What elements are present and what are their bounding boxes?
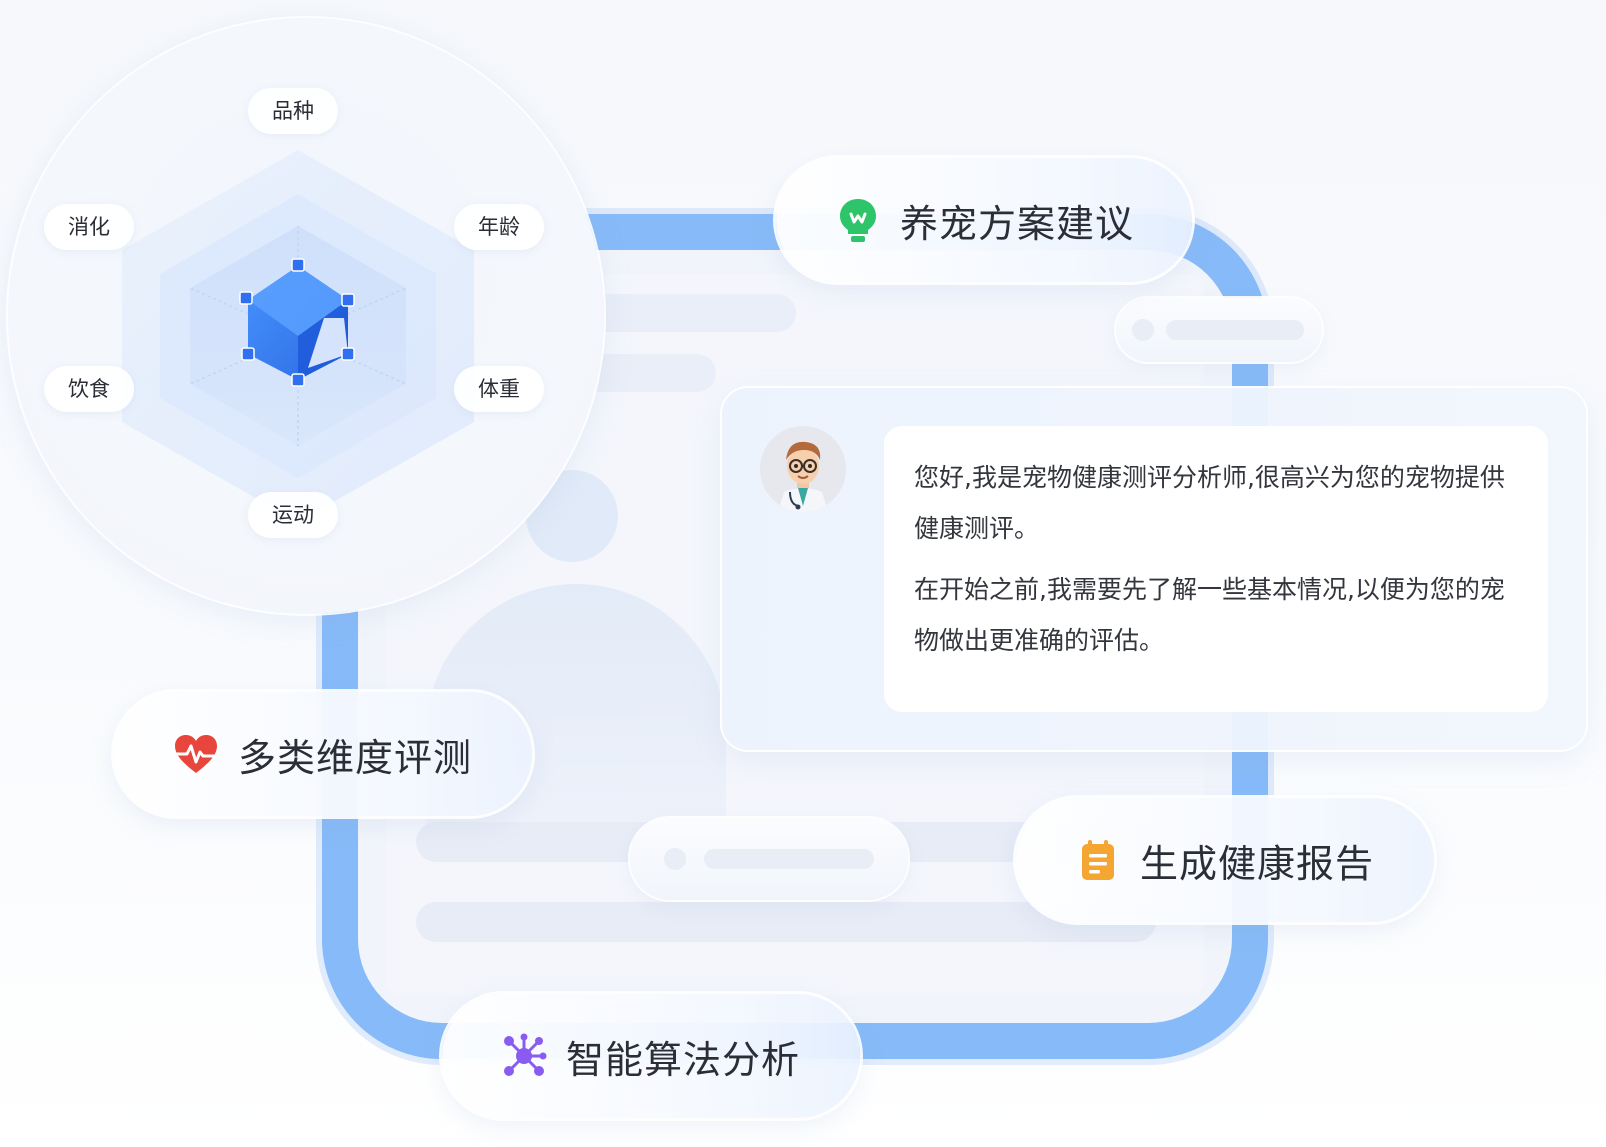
- clipboard-icon: [1074, 836, 1122, 884]
- lightbulb-icon: [834, 196, 882, 244]
- radar-data-highlight: [248, 266, 348, 336]
- floating-search-pill: [630, 818, 908, 900]
- dimension-weight: 体重: [454, 366, 544, 412]
- placeholder-line: [416, 902, 1156, 942]
- heart-pulse-icon: [172, 730, 220, 778]
- dimension-diet: 饮食: [44, 366, 134, 412]
- multi-dimension-label: 多类维度评测: [238, 735, 473, 780]
- dimension-age: 年龄: [454, 204, 544, 250]
- floating-search-pill: [1116, 298, 1322, 362]
- placeholder-bar: [704, 849, 874, 869]
- feature-plan-advice: 养宠方案建议: [776, 158, 1192, 282]
- dimension-exercise: 运动: [248, 492, 338, 538]
- doctor-avatar-icon: [760, 426, 846, 512]
- health-report-label: 生成健康报告: [1140, 841, 1375, 886]
- chat-greeting-text: 您好,我是宠物健康测评分析师,很高兴为您的宠物提供健康测评。: [914, 463, 1505, 543]
- feature-health-report: 生成健康报告: [1016, 798, 1434, 922]
- feature-smart-algorithm: 智能算法分析: [442, 994, 860, 1118]
- doctor-avatar: [760, 426, 846, 512]
- chat-followup-text: 在开始之前,我需要先了解一些基本情况,以便为您的宠物做出更准确的评估。: [914, 575, 1505, 655]
- dimension-digestion: 消化: [44, 204, 134, 250]
- smart-algorithm-label: 智能算法分析: [566, 1037, 801, 1082]
- dimension-breed: 品种: [248, 88, 338, 134]
- placeholder-dot: [1132, 319, 1154, 341]
- plan-advice-label: 养宠方案建议: [900, 201, 1135, 246]
- molecule-icon: [500, 1032, 548, 1080]
- chat-message-bubble: 您好,我是宠物健康测评分析师,很高兴为您的宠物提供健康测评。 在开始之前,我需要…: [884, 426, 1548, 712]
- radar-graphic: [122, 150, 474, 522]
- chat-card: 您好,我是宠物健康测评分析师,很高兴为您的宠物提供健康测评。 在开始之前,我需要…: [722, 388, 1586, 750]
- placeholder-bar: [1166, 320, 1304, 340]
- feature-multi-dimension: 多类维度评测: [114, 692, 532, 816]
- assessment-radar: 品种 年龄 体重 运动 饮食 消化: [8, 18, 604, 614]
- radar-data-facet: [308, 318, 348, 368]
- placeholder-dot: [664, 848, 686, 870]
